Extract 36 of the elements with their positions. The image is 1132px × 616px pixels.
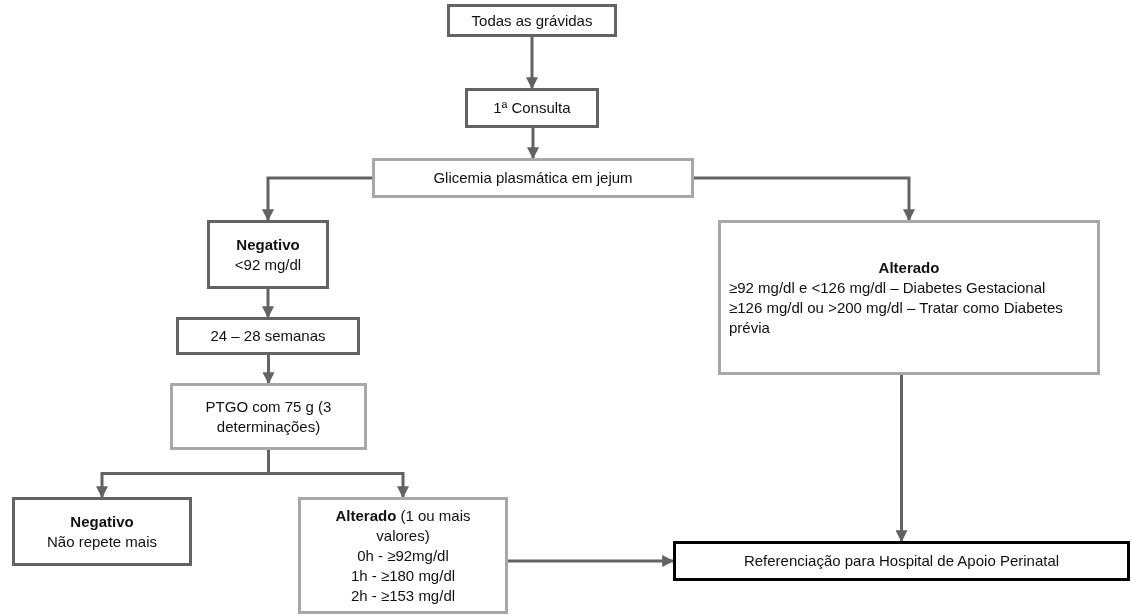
box-text: 24 – 28 semanas [210,326,326,346]
arrow [895,375,908,543]
box-text: 1ª Consulta [493,98,571,118]
process-box [298,497,508,614]
process-box [12,497,192,566]
arrow [267,450,409,499]
process-box [673,541,1130,581]
process-box [465,88,599,128]
box-text: Glicemia plasmática em jejum [433,168,633,188]
process-box [207,220,329,289]
arrow [262,289,274,319]
arrow [262,176,372,222]
box-text: ≥92 mg/dl e <126 mg/dl – Diabetes Gestacional [729,277,1047,298]
box-text: 0h - ≥92mg/dl [357,545,449,566]
process-box [176,317,360,355]
box-heading: Negativo [236,234,300,255]
box-text: Não repete mais [46,531,158,552]
box-heading: Alterado [877,257,941,278]
box-text: PTGO com 75 g (3 determinações) [204,396,333,437]
box-text: Referenciação para Hospital de Apoio Perinatal [743,551,1060,571]
box-heading: Alterado (1 ou mais valores) [334,505,472,546]
box-text: ≥126 mg/dl ou >200 mg/dl – Tratar como Diabetes prévia [729,297,1064,338]
box-text: 2h - ≥153 mg/dl [350,585,456,606]
process-box [447,4,617,37]
box-text: Todas as grávidas [471,10,593,31]
box-text: 1h - ≥180 mg/dl [350,565,456,586]
process-box [718,220,1100,375]
arrow [694,176,915,222]
arrow [508,555,675,567]
box-text: <92 mg/dl [234,254,302,275]
process-box [372,158,694,198]
box-heading: Negativo [70,511,134,532]
process-box [170,383,367,450]
arrow [526,37,538,90]
arrow [527,128,539,160]
arrow [262,355,275,385]
